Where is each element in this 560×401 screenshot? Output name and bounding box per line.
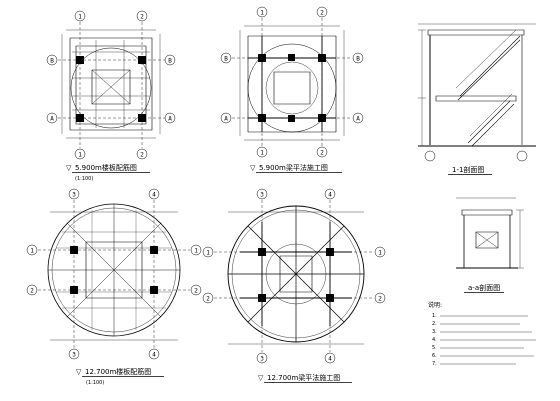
note-line-4: 4.: [432, 337, 437, 343]
plan-4-elevation-symbol: ▽: [258, 374, 264, 382]
section-1-stair-upper: [458, 36, 520, 100]
plan-3-radial-beams: [48, 204, 180, 336]
plan-1-columns: [76, 56, 146, 122]
plan-4-radial-beams: [228, 206, 364, 342]
plan-2-axis-label-right-top: B: [356, 56, 360, 63]
plan-12700-slab-reinforcement: 1 2 1 2 3 4 3 4 ▽ 12.700m楼板配筋图 (1:100): [27, 189, 201, 386]
plan-1-stair-opening: [92, 70, 130, 104]
plan-5900-slab-reinforcement: B A 1 2 B A 1 2 ▽ 5.900m楼板配筋图 (1:100): [47, 11, 175, 182]
section-a-title: a-a剖面图: [468, 283, 500, 292]
plan-1-axis-label-right-top: B: [168, 58, 172, 65]
plan-2-axis-label-left-top: B: [224, 56, 228, 63]
plan-2-elevation-symbol: ▽: [250, 164, 256, 172]
section-a-roof-slab: [462, 210, 512, 215]
plan-4-axis-label-left-top: 1: [206, 250, 210, 257]
plan-1-axis-label-left-bottom: A: [50, 116, 54, 123]
note-line-2: 2.: [432, 321, 437, 327]
plan-1-axis-label-top-left: 1: [78, 14, 82, 21]
plan-3-title: 12.700m楼板配筋图: [85, 367, 151, 376]
plan-1-axis-label-top-right: 2: [140, 14, 144, 21]
note-line-7: 7.: [432, 361, 437, 367]
plan-3-scale: (1:100): [86, 380, 104, 386]
plan-1-axis-label-bottom-right: 2: [140, 152, 144, 159]
note-line-5: 5.: [432, 345, 437, 351]
plan-2-axis-label-top-right: 2: [320, 10, 324, 17]
plan-5900-beam-construction: B A 1 2 B A 1 2 ▽ 5.900m梁平法施工图: [221, 7, 363, 173]
note-line-3: 3.: [432, 329, 437, 335]
plan-4-axis-label-bottom-left: 3: [260, 356, 264, 363]
plan-4-axis-label-right-bottom: 2: [378, 296, 382, 303]
plan-3-columns: [70, 246, 158, 294]
plan-3-axis-label-top-right: 4: [152, 192, 156, 199]
plan-3-elevation-symbol: ▽: [76, 368, 82, 376]
plan-3-axis-label-top-left: 3: [72, 192, 76, 199]
plan-4-axis-label-right-top: 1: [378, 250, 382, 257]
section-a-level-dims: [516, 210, 524, 268]
plan-2-core: [274, 72, 310, 104]
plan-1-dimension-lines: [62, 30, 160, 138]
plan-4-columns: [258, 248, 334, 302]
plan-2-axis-label-bottom-left: 1: [260, 150, 264, 157]
plan-2-columns: [258, 54, 326, 122]
plan-4-axis-label-top-right: 4: [328, 192, 332, 199]
plan-1-round-slab: [71, 48, 151, 128]
plan-1-axis-bubbles: [47, 11, 175, 159]
plan-2-axis-label-right-bottom: A: [356, 116, 360, 123]
section-1-landing-slab: [436, 96, 516, 101]
plan-3-axis-label-bottom-right: 4: [152, 352, 156, 359]
plan-2-axis-label-top-left: 1: [260, 10, 264, 17]
plan-1-inner-beam: [76, 46, 146, 124]
plan-2-title: 5.900m梁平法施工图: [259, 163, 328, 172]
section-1-title: 1-1剖面图: [452, 165, 484, 174]
plan-4-axis-label-left-bottom: 2: [206, 296, 210, 303]
plan-3-axis-label-right-top: 1: [194, 248, 198, 255]
notes-text-strokes: [440, 316, 536, 364]
plan-3-axis-label-left-top: 1: [30, 248, 34, 255]
plan-4-title: 12.700m梁平法施工图: [267, 373, 340, 382]
section-1-1: 1-1剖面图: [418, 24, 536, 175]
plan-2-axis-label-bottom-right: 2: [320, 150, 324, 157]
plan-2-axis-bubbles: [221, 7, 363, 157]
plan-1-axis-label-right-bottom: A: [168, 116, 172, 123]
section-a-a: a-a剖面图: [456, 198, 524, 293]
plan-12700-beam-construction: 1 2 1 2 3 4 3 4 ▽ 12.700m梁平法施工图: [203, 189, 385, 383]
plan-2-axis-label-left-bottom: A: [224, 116, 228, 123]
section-1-level-dims: [418, 30, 426, 146]
section-1-handrail: [456, 30, 516, 136]
plan-2-inner-ring: [266, 62, 318, 114]
plan-4-axis-bubbles: [203, 189, 385, 363]
plan-4-axis-label-bottom-right: 4: [328, 356, 332, 363]
section-1-axis-bubbles: [425, 151, 527, 161]
plan-3-axis-label-bottom-left: 3: [72, 352, 76, 359]
plan-1-title: 5.900m楼板配筋图: [75, 163, 137, 172]
plan-4-dimension-lines: [228, 212, 364, 344]
section-1-roof-slab: [428, 30, 524, 35]
notes-heading: 说明:: [428, 301, 442, 309]
section-1-stair-lower: [468, 101, 514, 146]
note-line-6: 6.: [432, 353, 437, 359]
note-line-1: 1.: [432, 313, 437, 319]
plan-1-elevation-symbol: ▽: [66, 164, 72, 172]
plan-3-axis-bubbles: [27, 189, 201, 359]
plan-1-axis-label-bottom-left: 1: [78, 152, 82, 159]
plan-1-rebar-lines: [72, 40, 150, 128]
plan-1-outline: [70, 38, 152, 130]
section-a-stair-block: [476, 232, 498, 248]
general-notes: 说明: 1. 2. 3. 4. 5. 6. 7.: [428, 301, 536, 367]
plan-3-axis-label-left-bottom: 2: [30, 288, 34, 295]
plan-3-dimension-lines: [50, 212, 178, 340]
plan-4-axis-label-top-left: 3: [260, 192, 264, 199]
plan-1-scale: (1:100): [75, 176, 93, 182]
plan-1-axis-label-left-top: B: [50, 58, 54, 65]
plan-2-dimension-lines: [240, 26, 344, 140]
plan-3-axis-label-right-bottom: 2: [194, 288, 198, 295]
plan-2-round-slab: [248, 44, 336, 132]
